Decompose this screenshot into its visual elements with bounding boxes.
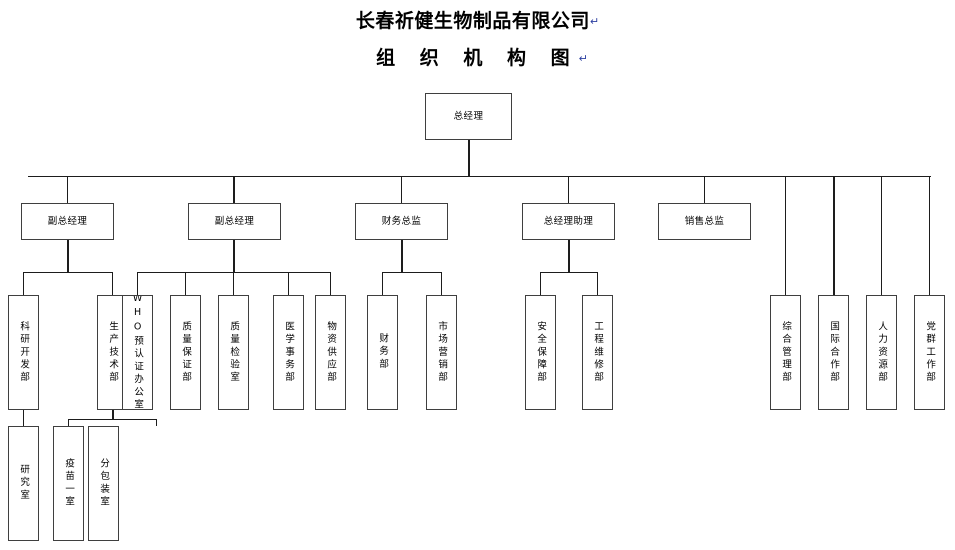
node-section-vaccine-lab-1-label: 疫苗一室 [63, 458, 75, 509]
chart-title: 组 织 机 构 图↵ [0, 43, 955, 70]
connector-main-bus [28, 176, 931, 177]
node-dept-engineering-maintenance[interactable]: 工程维修部 [582, 295, 613, 410]
node-dept-who-prequalification[interactable]: WHO预认证办公室 [122, 295, 153, 410]
connector-production-to-vaccine-lab [68, 419, 69, 426]
node-finance-director-label: 财务总监 [381, 215, 422, 227]
connector-production-bus [68, 419, 157, 420]
node-dept-safety[interactable]: 安全保障部 [525, 295, 556, 410]
chart-title-text: 组 织 机 构 图 [376, 47, 579, 69]
connector-gma-to-engineering [597, 272, 598, 295]
connector-gma-to-safety [540, 272, 541, 295]
node-deputy-general-manager-1[interactable]: 副总经理 [21, 203, 114, 240]
company-title-text: 长春祈健生物制品有限公司 [355, 10, 590, 32]
node-section-research-lab-label: 研究室 [18, 464, 30, 503]
connector-bus-to-cfo [401, 176, 402, 203]
node-dept-medical-affairs[interactable]: 医学事务部 [273, 295, 304, 410]
connector-vp1-to-rd [23, 272, 24, 295]
node-sales-director-label: 销售总监 [684, 215, 725, 227]
connector-bus-to-vp1 [67, 176, 68, 203]
connector-rd-to-research-lab [23, 410, 24, 426]
node-deputy-general-manager-2[interactable]: 副总经理 [188, 203, 281, 240]
connector-bus-to-gm-assistant [568, 176, 569, 203]
node-section-packaging-lab[interactable]: 分包装室 [88, 426, 119, 541]
node-finance-director[interactable]: 财务总监 [355, 203, 448, 240]
node-dept-finance[interactable]: 财务部 [367, 295, 398, 410]
node-dept-who-prequalification-label: WHO预认证办公室 [132, 295, 144, 410]
connector-bus-to-dept-party [929, 176, 930, 295]
connector-vp1-bus [23, 272, 112, 273]
connector-cfo-bus [382, 272, 442, 273]
connector-gma-stem [568, 240, 570, 272]
connector-root-stem [468, 140, 470, 176]
connector-vp2-stem [233, 240, 235, 272]
connector-vp2-to-qc [233, 272, 234, 295]
node-dept-international-cooperation[interactable]: 国际合作部 [818, 295, 849, 410]
connector-vp2-to-qa [185, 272, 186, 295]
node-dept-quality-assurance-label: 质量保证部 [180, 320, 192, 385]
node-dept-material-supply-label: 物资供应部 [325, 320, 337, 385]
connector-cfo-stem [401, 240, 403, 272]
node-dept-finance-label: 财务部 [377, 333, 389, 372]
connector-bus-to-dept-hr [881, 176, 882, 295]
connector-vp2-to-who [137, 272, 138, 295]
node-dept-party-affairs[interactable]: 党群工作部 [914, 295, 945, 410]
node-dept-quality-assurance[interactable]: 质量保证部 [170, 295, 201, 410]
node-section-packaging-lab-label: 分包装室 [98, 458, 110, 509]
connector-cfo-to-finance [382, 272, 383, 295]
node-dept-safety-label: 安全保障部 [535, 320, 547, 385]
connector-bus-to-dept-general-admin [785, 176, 786, 295]
node-dept-general-admin[interactable]: 综合管理部 [770, 295, 801, 410]
pilcrow-mark-1: ↵ [589, 15, 600, 28]
node-dept-engineering-maintenance-label: 工程维修部 [592, 320, 604, 385]
connector-production-to-packaging-lab [156, 419, 157, 426]
pilcrow-mark-2: ↵ [578, 52, 588, 65]
connector-bus-to-vp2 [233, 176, 235, 203]
node-dept-general-admin-label: 综合管理部 [780, 320, 792, 385]
node-dept-human-resources[interactable]: 人力资源部 [866, 295, 897, 410]
connector-vp2-to-supply [330, 272, 331, 295]
connector-vp1-stem [67, 240, 69, 272]
node-gm-assistant[interactable]: 总经理助理 [522, 203, 615, 240]
node-general-manager[interactable]: 总经理 [425, 93, 512, 140]
node-dept-human-resources-label: 人力资源部 [876, 320, 888, 385]
node-dept-international-cooperation-label: 国际合作部 [828, 320, 840, 385]
node-dept-rd-label: 科研开发部 [18, 320, 30, 385]
connector-bus-to-sales-director [704, 176, 705, 203]
connector-production-stem [112, 410, 114, 419]
connector-bus-to-dept-international [833, 176, 835, 295]
node-dept-production-tech-label: 生产技术部 [107, 320, 119, 385]
node-dept-marketing-label: 市场营销部 [436, 320, 448, 385]
node-section-vaccine-lab-1[interactable]: 疫苗一室 [53, 426, 84, 541]
connector-vp1-to-production [112, 272, 113, 295]
connector-cfo-to-marketing [441, 272, 442, 295]
node-dept-quality-control[interactable]: 质量检验室 [218, 295, 249, 410]
node-deputy-general-manager-1-label: 副总经理 [47, 215, 88, 227]
node-dept-rd[interactable]: 科研开发部 [8, 295, 39, 410]
node-sales-director[interactable]: 销售总监 [658, 203, 751, 240]
node-gm-assistant-label: 总经理助理 [543, 215, 594, 227]
node-dept-medical-affairs-label: 医学事务部 [283, 320, 295, 385]
node-dept-quality-control-label: 质量检验室 [228, 320, 240, 385]
node-deputy-general-manager-2-label: 副总经理 [214, 215, 255, 227]
node-general-manager-label: 总经理 [453, 110, 484, 122]
connector-vp2-to-medical [288, 272, 289, 295]
node-dept-marketing[interactable]: 市场营销部 [426, 295, 457, 410]
node-dept-material-supply[interactable]: 物资供应部 [315, 295, 346, 410]
node-dept-party-affairs-label: 党群工作部 [924, 320, 936, 385]
node-section-research-lab[interactable]: 研究室 [8, 426, 39, 541]
company-title: 长春祈健生物制品有限公司↵ [0, 6, 955, 33]
connector-gma-bus [540, 272, 598, 273]
